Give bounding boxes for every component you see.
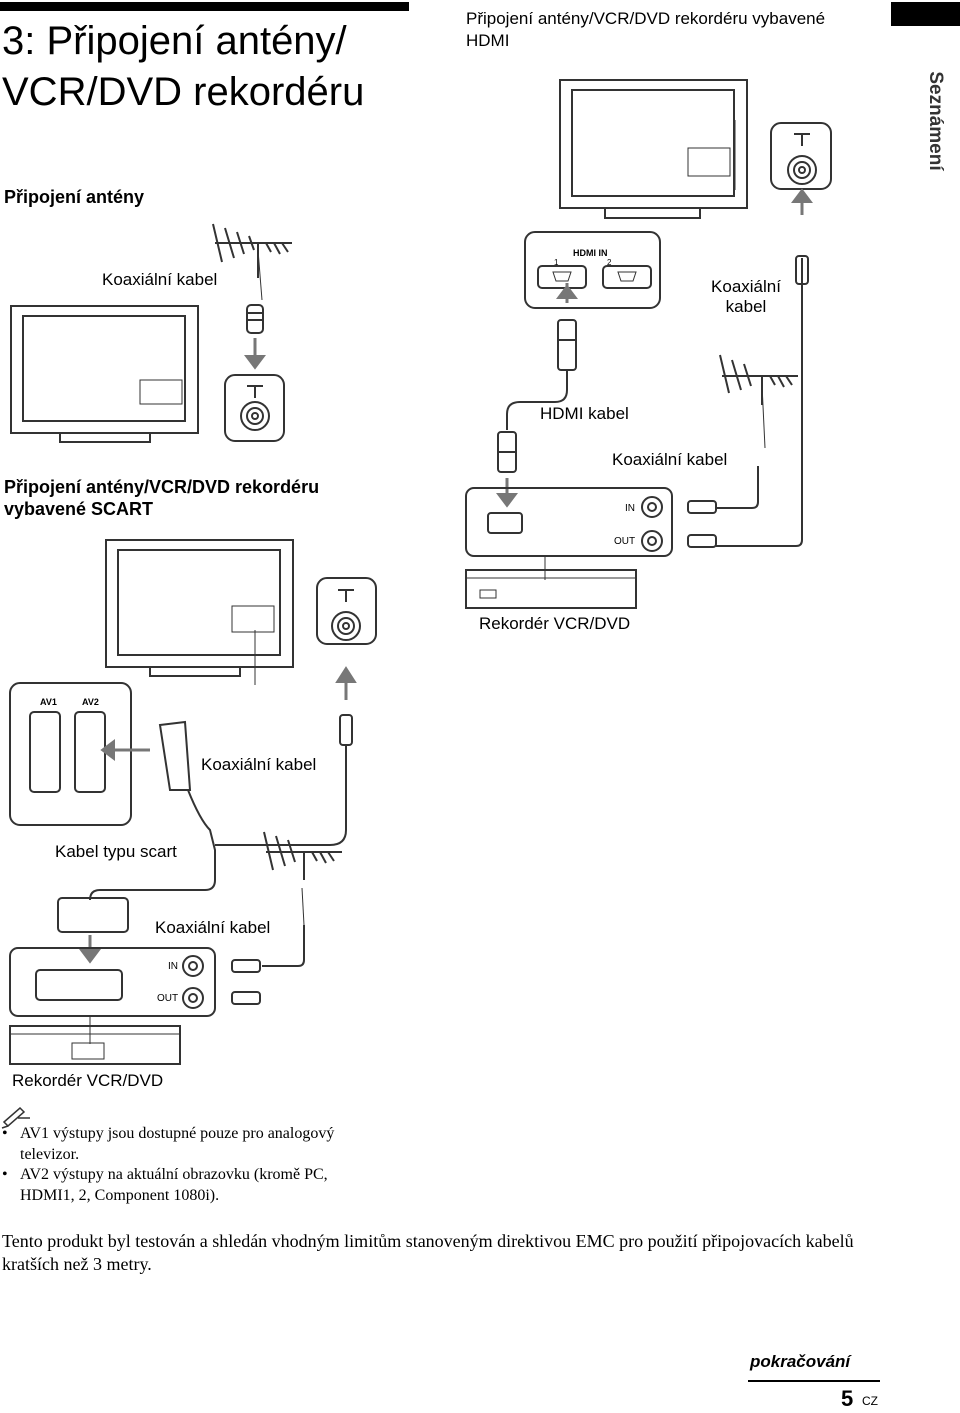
- antenna-icon-3: [262, 831, 342, 967]
- coax-label-1: Koaxiální kabel: [102, 270, 218, 289]
- out-label-1: OUT: [614, 536, 636, 547]
- hdmi-in-label: HDMI IN: [573, 248, 608, 258]
- tv-icon-3: [105, 539, 294, 677]
- recorder-label-1: Rekordér VCR/DVD: [479, 614, 631, 633]
- hdmi-cable-label: HDMI kabel: [540, 404, 629, 423]
- out-label-2: OUT: [157, 993, 179, 1004]
- page-number: 5: [841, 1386, 854, 1411]
- continued-rule: [748, 1380, 880, 1382]
- hdmi-heading: Připojení antény/VCR/DVD rekordéru vybav…: [466, 9, 826, 50]
- coax-label-2: Koaxiální kabel: [711, 277, 781, 316]
- antenna-icon-1: [212, 223, 292, 301]
- continued-label: pokračování: [750, 1352, 851, 1371]
- note-item: AV1 výstupy jsou dostupné pouze pro anal…: [0, 1124, 380, 1165]
- av2-label: AV2: [82, 697, 99, 707]
- recorder-label-2: Rekordér VCR/DVD: [12, 1071, 164, 1090]
- scart-heading: Připojení antény/VCR/DVD rekordéru vybav…: [4, 477, 320, 519]
- recorder-icon-2: [9, 1016, 181, 1065]
- tv-icon-2: [559, 79, 748, 219]
- tv-icon-1: [10, 305, 199, 443]
- antenna-heading: Připojení antény: [4, 187, 145, 207]
- in-label-1: IN: [625, 503, 635, 514]
- emc-paragraph: Tento produkt byl testován a shledán vho…: [2, 1231, 854, 1274]
- antenna-icon-2: [716, 354, 798, 509]
- av1-label: AV1: [40, 697, 57, 707]
- title-bar: [0, 2, 409, 11]
- coax-label-5: Koaxiální kabel: [155, 918, 271, 937]
- hdmi-port-1: 1: [554, 258, 559, 267]
- page-lang: CZ: [862, 1394, 878, 1408]
- notes-list: AV1 výstupy jsou dostupné pouze pro anal…: [0, 1124, 380, 1206]
- note-item: AV2 výstupy na aktuální obrazovku (kromě…: [0, 1165, 380, 1206]
- scart-cable-label: Kabel typu scart: [55, 842, 177, 861]
- page-title: 3: Připojení antény/ VCR/DVD rekordéru: [2, 19, 365, 114]
- recorder-icon-1: [465, 556, 637, 609]
- coax-label-4: Koaxiální kabel: [201, 755, 317, 774]
- hdmi-port-2: 2: [607, 258, 612, 267]
- in-label-2: IN: [168, 961, 178, 972]
- coax-label-3: Koaxiální kabel: [612, 450, 728, 469]
- side-tab-marker: [891, 2, 960, 26]
- coax-plug-icon-1: [246, 304, 264, 334]
